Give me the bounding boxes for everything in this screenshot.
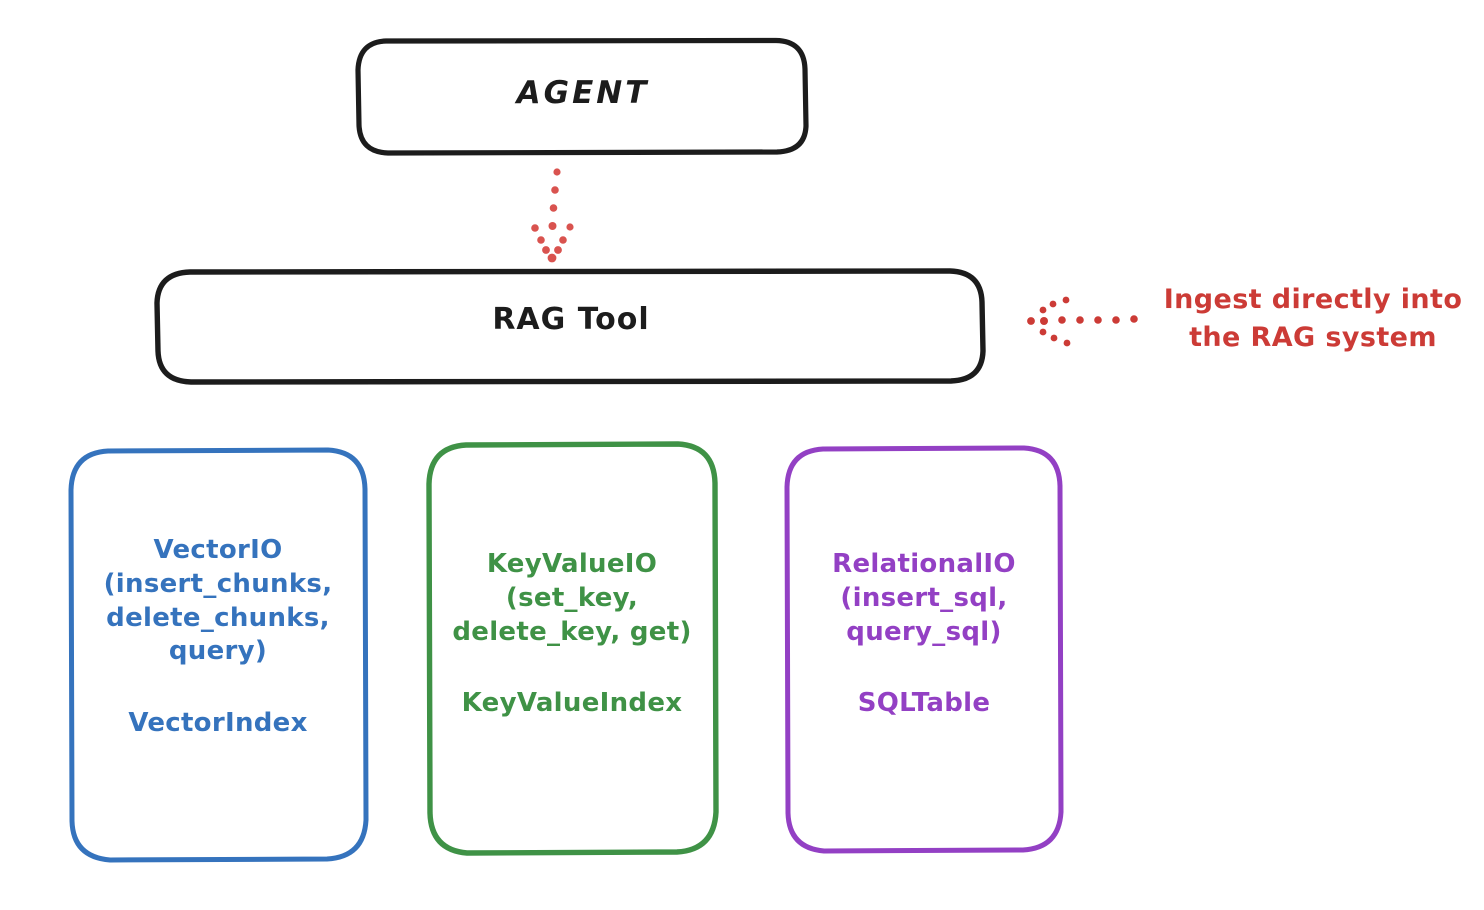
relational-store-node[interactable] bbox=[784, 445, 1064, 854]
rag-tool-node[interactable] bbox=[154, 268, 986, 385]
vector-store-api-line: VectorIO (insert_chunks, delete_chunks, … bbox=[103, 535, 333, 667]
relational-store-api-line: RelationalIO (insert_sql, query_sql) bbox=[832, 549, 1016, 647]
rag-tool-box-outline bbox=[154, 268, 986, 385]
vector-store-box-outline bbox=[68, 447, 369, 863]
keyvalue-store-node[interactable] bbox=[426, 441, 719, 856]
relational-store-label: RelationalIO (insert_sql, query_sql) SQL… bbox=[788, 548, 1060, 721]
agent-node[interactable] bbox=[355, 37, 809, 156]
keyvalue-store-index-line: KeyValueIndex bbox=[461, 688, 683, 719]
vector-store-label: VectorIO (insert_chunks, delete_chunks, … bbox=[72, 534, 364, 741]
keyvalue-store-label: KeyValueIO (set_key, delete_key, get) Ke… bbox=[430, 548, 714, 721]
vector-store-index-line: VectorIndex bbox=[128, 708, 308, 739]
relational-store-index-line: SQLTable bbox=[857, 688, 991, 719]
vector-store-node[interactable] bbox=[68, 447, 369, 863]
keyvalue-store-box-outline bbox=[426, 441, 719, 856]
agent-box-outline bbox=[355, 37, 809, 156]
ingest-to-rag-connector bbox=[1027, 296, 1138, 347]
ingest-annotation-label: Ingest directly into the RAG system bbox=[1163, 284, 1463, 354]
relational-store-box-outline bbox=[784, 445, 1064, 854]
agent-to-rag-connector bbox=[531, 168, 574, 263]
keyvalue-store-api-line: KeyValueIO (set_key, delete_key, get) bbox=[452, 549, 692, 647]
